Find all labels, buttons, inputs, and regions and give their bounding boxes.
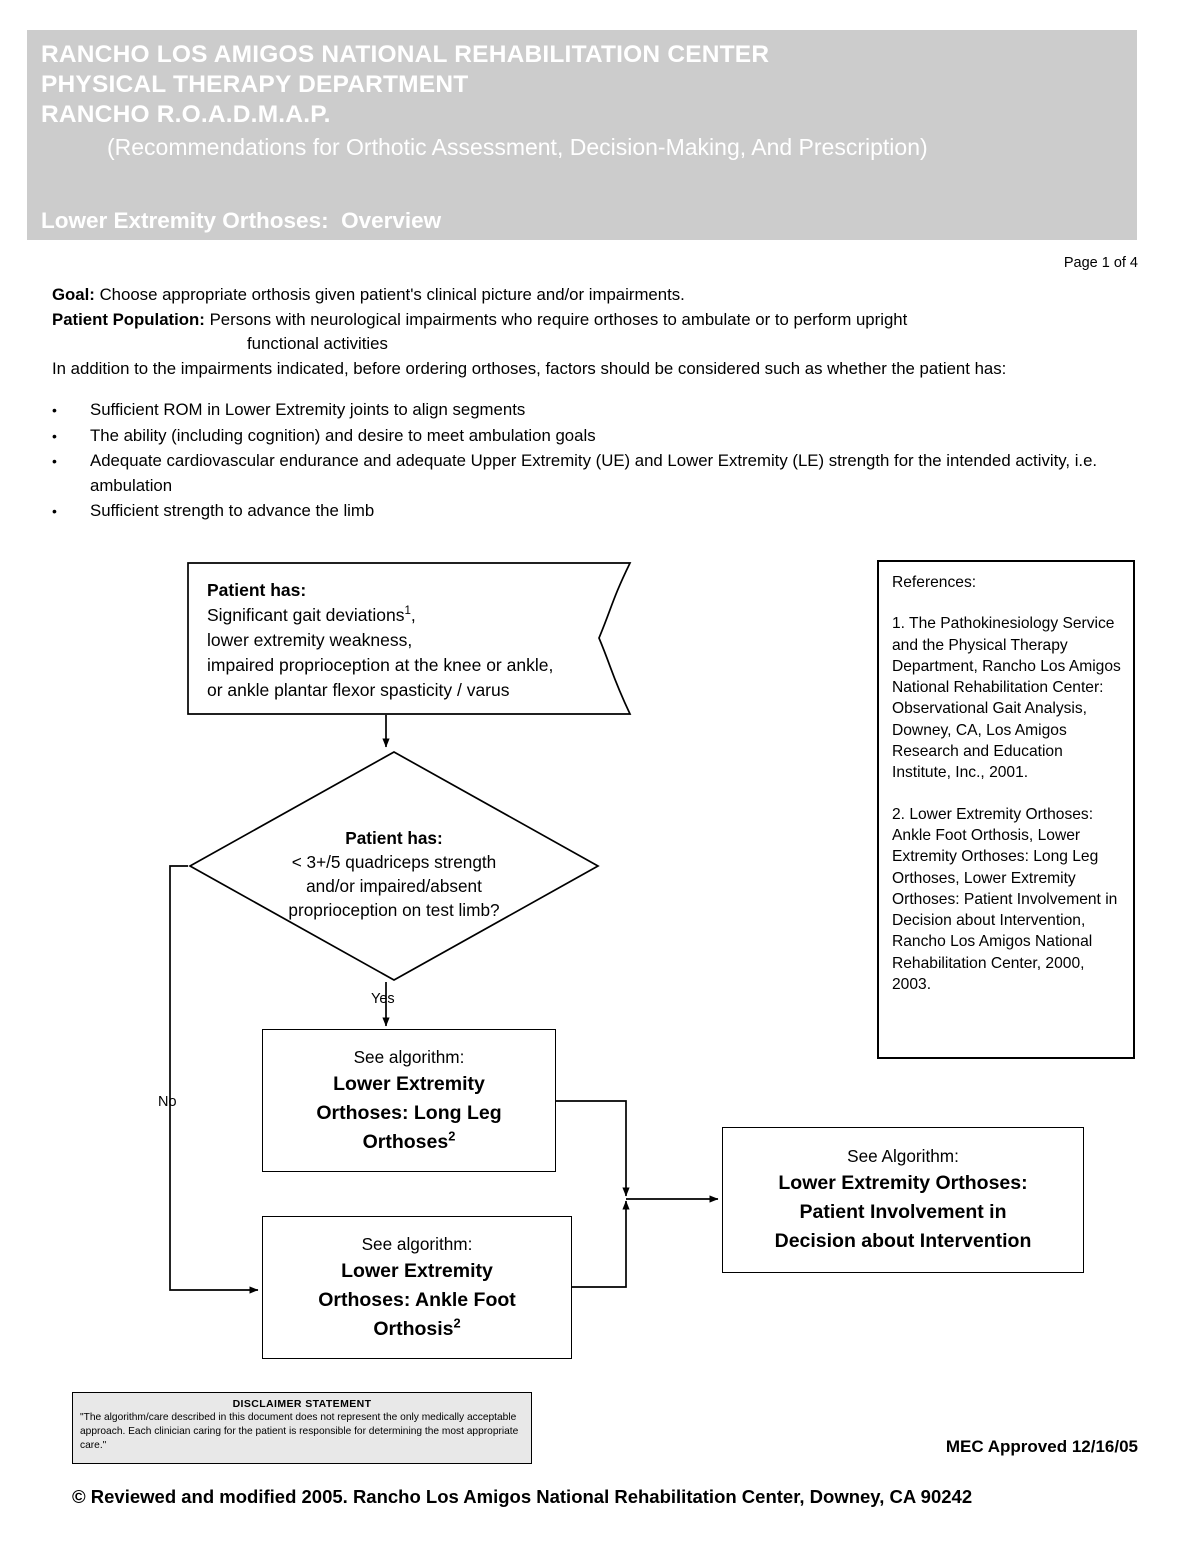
patient-involvement-lead: See Algorithm: xyxy=(847,1146,959,1166)
disclaimer-body: "The algorithm/care described in this do… xyxy=(80,1412,519,1452)
list-item-label: Adequate cardiovascular endurance and ad… xyxy=(90,451,1098,495)
document-header-banner: RANCHO LOS AMIGOS NATIONAL REHABILITATIO… xyxy=(27,30,1137,240)
references-text: References: 1. The Pathokinesiology Serv… xyxy=(892,572,1123,995)
flow-node-decision-text: Patient has: < 3+/5 quadriceps strength … xyxy=(238,826,550,922)
symptoms-line-1: Significant gait deviations1, xyxy=(207,603,553,628)
edge-label-no: No xyxy=(158,1094,177,1110)
decision-line-2: and/or impaired/absent xyxy=(306,876,482,896)
banner-shape-icon xyxy=(187,562,632,715)
patient-population-text-continued: functional activities xyxy=(247,334,388,353)
long-leg-line-3: Orthoses2 xyxy=(269,1128,549,1157)
intro-paragraph: In addition to the impairments indicated… xyxy=(52,358,1007,378)
long-leg-line-1: Lower Extremity xyxy=(333,1072,485,1095)
header-line-1: RANCHO LOS AMIGOS NATIONAL REHABILITATIO… xyxy=(41,41,770,68)
afo-line-2: Orthoses: Ankle Foot xyxy=(318,1288,516,1311)
considerations-bullet-list: • Sufficient ROM in Lower Extremity join… xyxy=(52,398,1127,525)
symptoms-line-3: impaired proprioception at the knee or a… xyxy=(207,655,554,675)
header-line-2: PHYSICAL THERAPY DEPARTMENT xyxy=(41,71,469,98)
disclaimer-box: DISCLAIMER STATEMENT "The algorithm/care… xyxy=(72,1392,532,1464)
flow-node-patient-involvement-text: See Algorithm: Lower Extremity Orthoses:… xyxy=(729,1144,1077,1256)
patient-involvement-line-2: Patient Involvement in xyxy=(799,1201,1007,1223)
bullet-dot-icon: • xyxy=(52,503,57,519)
decision-heading: Patient has: xyxy=(345,828,443,848)
long-leg-line-3-superscript: 2 xyxy=(448,1128,456,1143)
list-item: • Adequate cardiovascular endurance and … xyxy=(52,449,1127,498)
bullet-dot-icon: • xyxy=(52,453,57,469)
flow-node-patient-involvement: See Algorithm: Lower Extremity Orthoses:… xyxy=(722,1127,1084,1273)
disclaimer-title: DISCLAIMER STATEMENT xyxy=(232,1398,372,1410)
mec-approved-label: MEC Approved 12/16/05 xyxy=(945,1437,1138,1456)
patient-population-label: Patient Population: xyxy=(52,309,205,329)
afo-line-1: Lower Extremity xyxy=(341,1259,493,1282)
copyright-notice: © Reviewed and modified 2005. Rancho Los… xyxy=(72,1486,973,1507)
goal-label: Goal: xyxy=(52,285,95,304)
flow-node-afo-text: See algorithm: Lower Extremity Orthoses:… xyxy=(269,1232,565,1344)
bullet-dot-icon: • xyxy=(52,427,57,444)
long-leg-lead: See algorithm: xyxy=(353,1046,465,1067)
reference-item-1: 1. The Pathokinesiology Service and the … xyxy=(892,615,1121,782)
flow-node-symptoms: Patient has: Significant gait deviations… xyxy=(187,562,635,715)
page-number: Page 1 of 4 xyxy=(1063,255,1138,271)
reference-item-2: 2. Lower Extremity Orthoses: Ankle Foot … xyxy=(892,805,1118,994)
patient-involvement-line-3: Decision about Intervention xyxy=(774,1230,1032,1252)
symptoms-line-4: or ankle plantar flexor spasticity / var… xyxy=(207,680,510,700)
flow-node-long-leg-text: See algorithm: Lower Extremity Orthoses:… xyxy=(269,1045,549,1157)
symptoms-line-1-superscript: 1 xyxy=(404,605,411,618)
header-overview-title: Lower Extremity Orthoses: Overview xyxy=(41,208,442,233)
edge-label-yes: Yes xyxy=(371,991,395,1007)
symptoms-heading: Patient has: xyxy=(207,580,307,600)
symptoms-line-2: lower extremity weakness, xyxy=(207,630,413,650)
patient-population-text: Persons with neurological impairments wh… xyxy=(209,309,908,329)
symptoms-line-1-suffix: , xyxy=(410,605,416,625)
decision-line-1: < 3+/5 quadriceps strength xyxy=(291,852,497,872)
intro-text-block: Goal: Choose appropriate orthosis given … xyxy=(52,283,1122,381)
list-item: • The ability (including cognition) and … xyxy=(52,424,1127,449)
flow-node-ankle-foot-orthosis: See algorithm: Lower Extremity Orthoses:… xyxy=(262,1216,572,1359)
flow-node-decision: Patient has: < 3+/5 quadriceps strength … xyxy=(188,750,600,982)
header-subtitle: (Recommendations for Orthotic Assessment… xyxy=(107,134,928,160)
decision-line-3: proprioception on test limb? xyxy=(288,900,500,920)
list-item: • Sufficient ROM in Lower Extremity join… xyxy=(52,398,1127,423)
references-title: References: xyxy=(892,574,977,591)
symptoms-line-1-text: Significant gait deviations xyxy=(207,605,405,625)
list-item-label: Sufficient strength to advance the limb xyxy=(90,501,375,520)
flow-node-long-leg-orthoses: See algorithm: Lower Extremity Orthoses:… xyxy=(262,1029,556,1172)
afo-lead: See algorithm: xyxy=(361,1233,473,1254)
list-item: • Sufficient strength to advance the lim… xyxy=(52,499,1127,524)
flow-node-symptoms-text: Patient has: Significant gait deviations… xyxy=(207,578,553,703)
list-item-label: The ability (including cognition) and de… xyxy=(90,425,596,445)
goal-row: Goal: Choose appropriate orthosis given … xyxy=(52,283,1122,308)
bullet-dot-icon: • xyxy=(52,402,57,418)
goal-text: Choose appropriate orthosis given patien… xyxy=(99,285,685,304)
references-box: References: 1. The Pathokinesiology Serv… xyxy=(877,560,1135,1059)
afo-line-3-text: Orthosis xyxy=(373,1317,454,1340)
long-leg-line-2: Orthoses: Long Leg xyxy=(316,1101,502,1124)
afo-line-3-superscript: 2 xyxy=(453,1315,461,1330)
patient-involvement-line-1: Lower Extremity Orthoses: xyxy=(778,1172,1028,1194)
edge-longleg-to-junction xyxy=(556,1100,630,1197)
header-line-3: RANCHO R.O.A.D.M.A.P. xyxy=(41,101,331,128)
diamond-shape-icon xyxy=(188,751,600,981)
long-leg-line-3-text: Orthoses xyxy=(362,1130,449,1153)
edge-afo-to-junction xyxy=(572,1200,630,1288)
patient-population-row: Patient Population: Persons with neurolo… xyxy=(52,308,1122,357)
list-item-label: Sufficient ROM in Lower Extremity joints… xyxy=(90,400,526,419)
afo-line-3: Orthosis2 xyxy=(269,1315,565,1344)
